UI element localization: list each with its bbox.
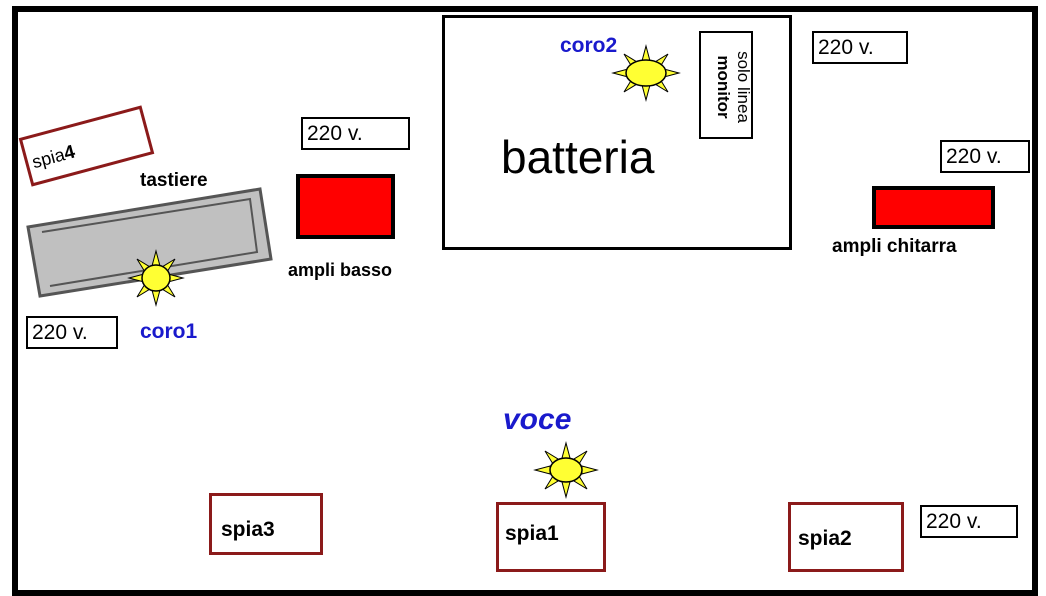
keyboards-body (26, 187, 273, 298)
outlet-bottom-right: 220 v. (920, 505, 1018, 538)
mic-choir1-label: coro1 (140, 320, 198, 343)
bass-amp (296, 174, 395, 239)
guitar-amp-label: ampli chitarra (832, 236, 957, 257)
monitor-line-box: solo linea monitor (699, 31, 753, 139)
bass-amp-label: ampli basso (288, 260, 393, 280)
mic-choir2-label: coro2 (560, 34, 618, 57)
spia3-label: spia3 (221, 518, 275, 541)
outlet-left: 220 v. (26, 316, 118, 349)
guitar-amp (872, 186, 995, 229)
stage-plan: batteria solo linea monitor 220 v. 220 v… (12, 6, 1038, 596)
sun-icon (127, 249, 185, 307)
monitor-spia2: spia2 (788, 502, 904, 572)
outlet-right: 220 v. (940, 140, 1030, 173)
keyboards-label: tastiere (140, 170, 208, 191)
spia1-label: spia1 (505, 522, 559, 545)
drums-label: batteria (501, 131, 655, 183)
outlet-center-left: 220 v. (301, 117, 410, 150)
monitor-spia3: spia3 (209, 493, 323, 555)
sun-rays (533, 441, 599, 499)
spia2-label: spia2 (798, 527, 852, 550)
sun-icon (533, 441, 599, 499)
sun-icon (611, 44, 681, 102)
voice-label: voce (503, 403, 572, 436)
monitor-spia1: spia1 (496, 502, 606, 572)
outlet-top-right: 220 v. (812, 31, 908, 64)
